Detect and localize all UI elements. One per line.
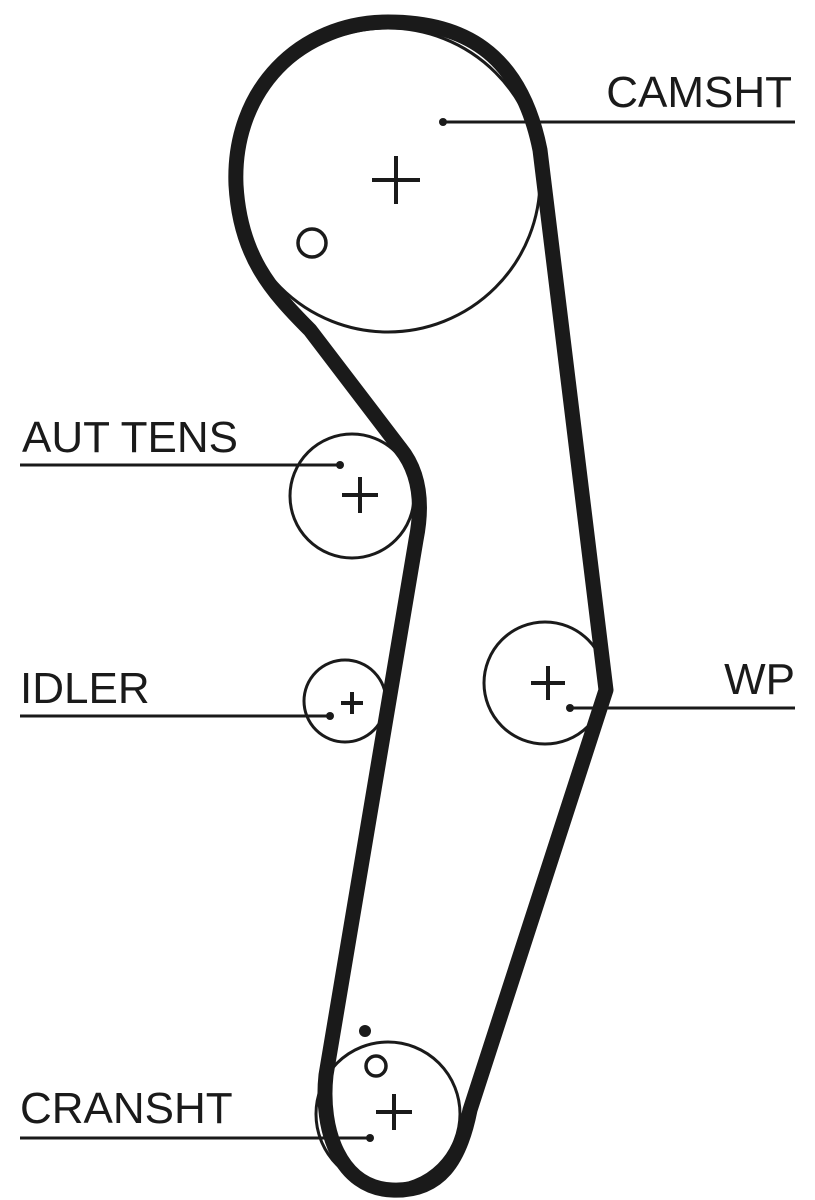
crankshaft-timing-hole <box>364 1054 388 1078</box>
timing-belt <box>228 14 614 1198</box>
tensioner-leader-dot <box>336 461 344 469</box>
idler-center-mark <box>341 692 363 714</box>
water-pump-center-mark <box>531 666 565 700</box>
crankshaft-center-mark <box>376 1094 412 1130</box>
tensioner-center-mark <box>342 477 378 513</box>
crankshaft-leader-dot <box>366 1134 374 1142</box>
crankshaft-timing-dot <box>359 1025 371 1037</box>
crankshaft-label: CRANSHT <box>20 1084 233 1133</box>
camshaft-timing-hole <box>296 227 328 259</box>
camshaft-label: CAMSHT <box>606 68 792 117</box>
idler-label: IDLER <box>20 664 150 713</box>
tensioner-label: AUT TENS <box>22 413 238 462</box>
camshaft-center-mark <box>372 156 420 204</box>
idler-leader-dot <box>326 712 334 720</box>
water-pump-leader-dot <box>566 704 574 712</box>
camshaft-leader-dot <box>439 118 447 126</box>
water-pump-label: WP <box>724 655 795 704</box>
